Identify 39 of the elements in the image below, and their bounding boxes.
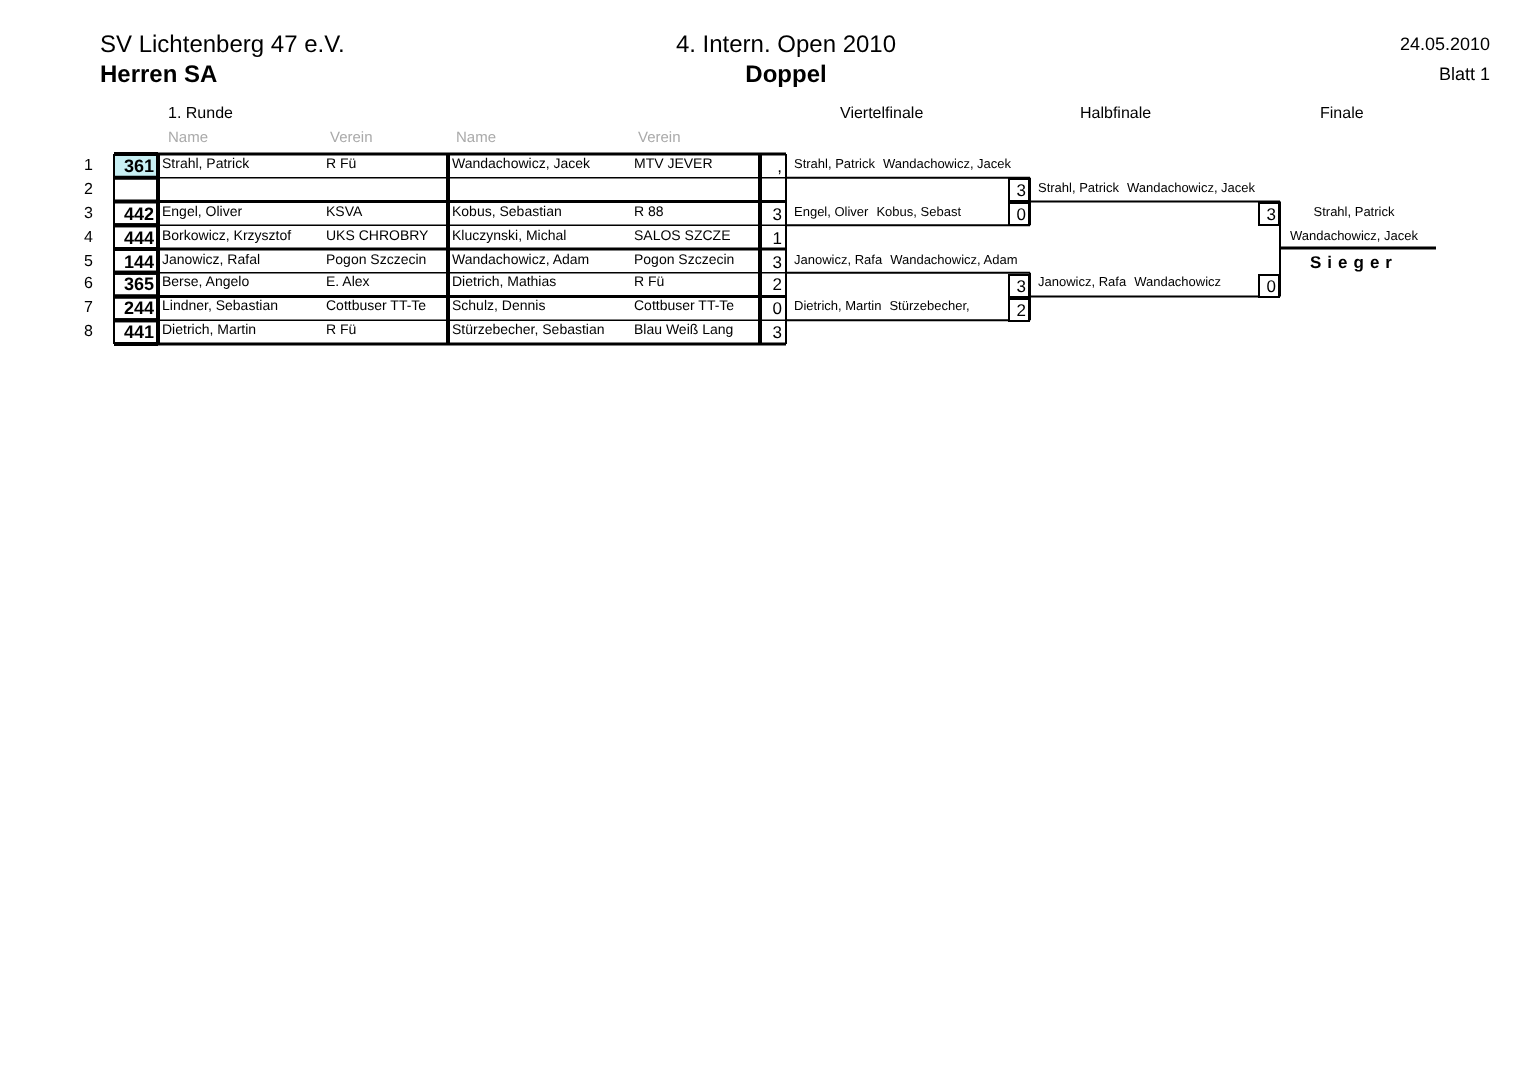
subheading: Doppel (745, 60, 827, 88)
tournament-title: 4. Intern. Open 2010 (675, 30, 897, 58)
seed-number: 442 (123, 203, 154, 224)
seed-number: 444 (123, 227, 154, 248)
round-header: 1. Runde (168, 104, 233, 124)
score: 3 (1258, 202, 1280, 227)
winner-caption: Sieger (1310, 252, 1398, 272)
round-header: Finale (1320, 104, 1364, 124)
score: 2 (772, 274, 782, 295)
score: 0 (1008, 202, 1030, 227)
score: 3 (772, 251, 782, 271)
row-number: 6 (84, 274, 93, 295)
row-number: 7 (84, 298, 93, 319)
score: 3 (772, 322, 782, 343)
score: 3 (1008, 273, 1030, 298)
seed-number: 441 (123, 322, 154, 343)
seed-number: 365 (123, 274, 154, 295)
row-number: 3 (84, 203, 93, 224)
row-number: 1 (84, 156, 93, 176)
score: 1 (772, 227, 782, 248)
score: 3 (1008, 178, 1030, 203)
page-info: Blatt 1 (1438, 63, 1490, 85)
row-number: 4 (84, 227, 93, 248)
club-name: SV Lichtenberg 47 e.V. (100, 30, 345, 58)
row-number: 8 (84, 322, 93, 343)
seed-number: 144 (123, 251, 154, 271)
score: 2 (1008, 297, 1030, 322)
subheading: Herren SA (100, 60, 218, 88)
round-header: Viertelfinale (840, 104, 924, 124)
score: 0 (772, 298, 782, 319)
seed-number: 244 (123, 298, 154, 319)
score: 0 (1258, 273, 1280, 298)
row-number: 2 (84, 179, 93, 200)
score: 3 (772, 203, 782, 224)
score: , (777, 156, 782, 176)
page-info: 24.05.2010 (1399, 33, 1490, 55)
round-header: Halbfinale (1080, 104, 1152, 124)
row-number: 5 (84, 251, 93, 271)
seed-number: 361 (123, 156, 154, 176)
